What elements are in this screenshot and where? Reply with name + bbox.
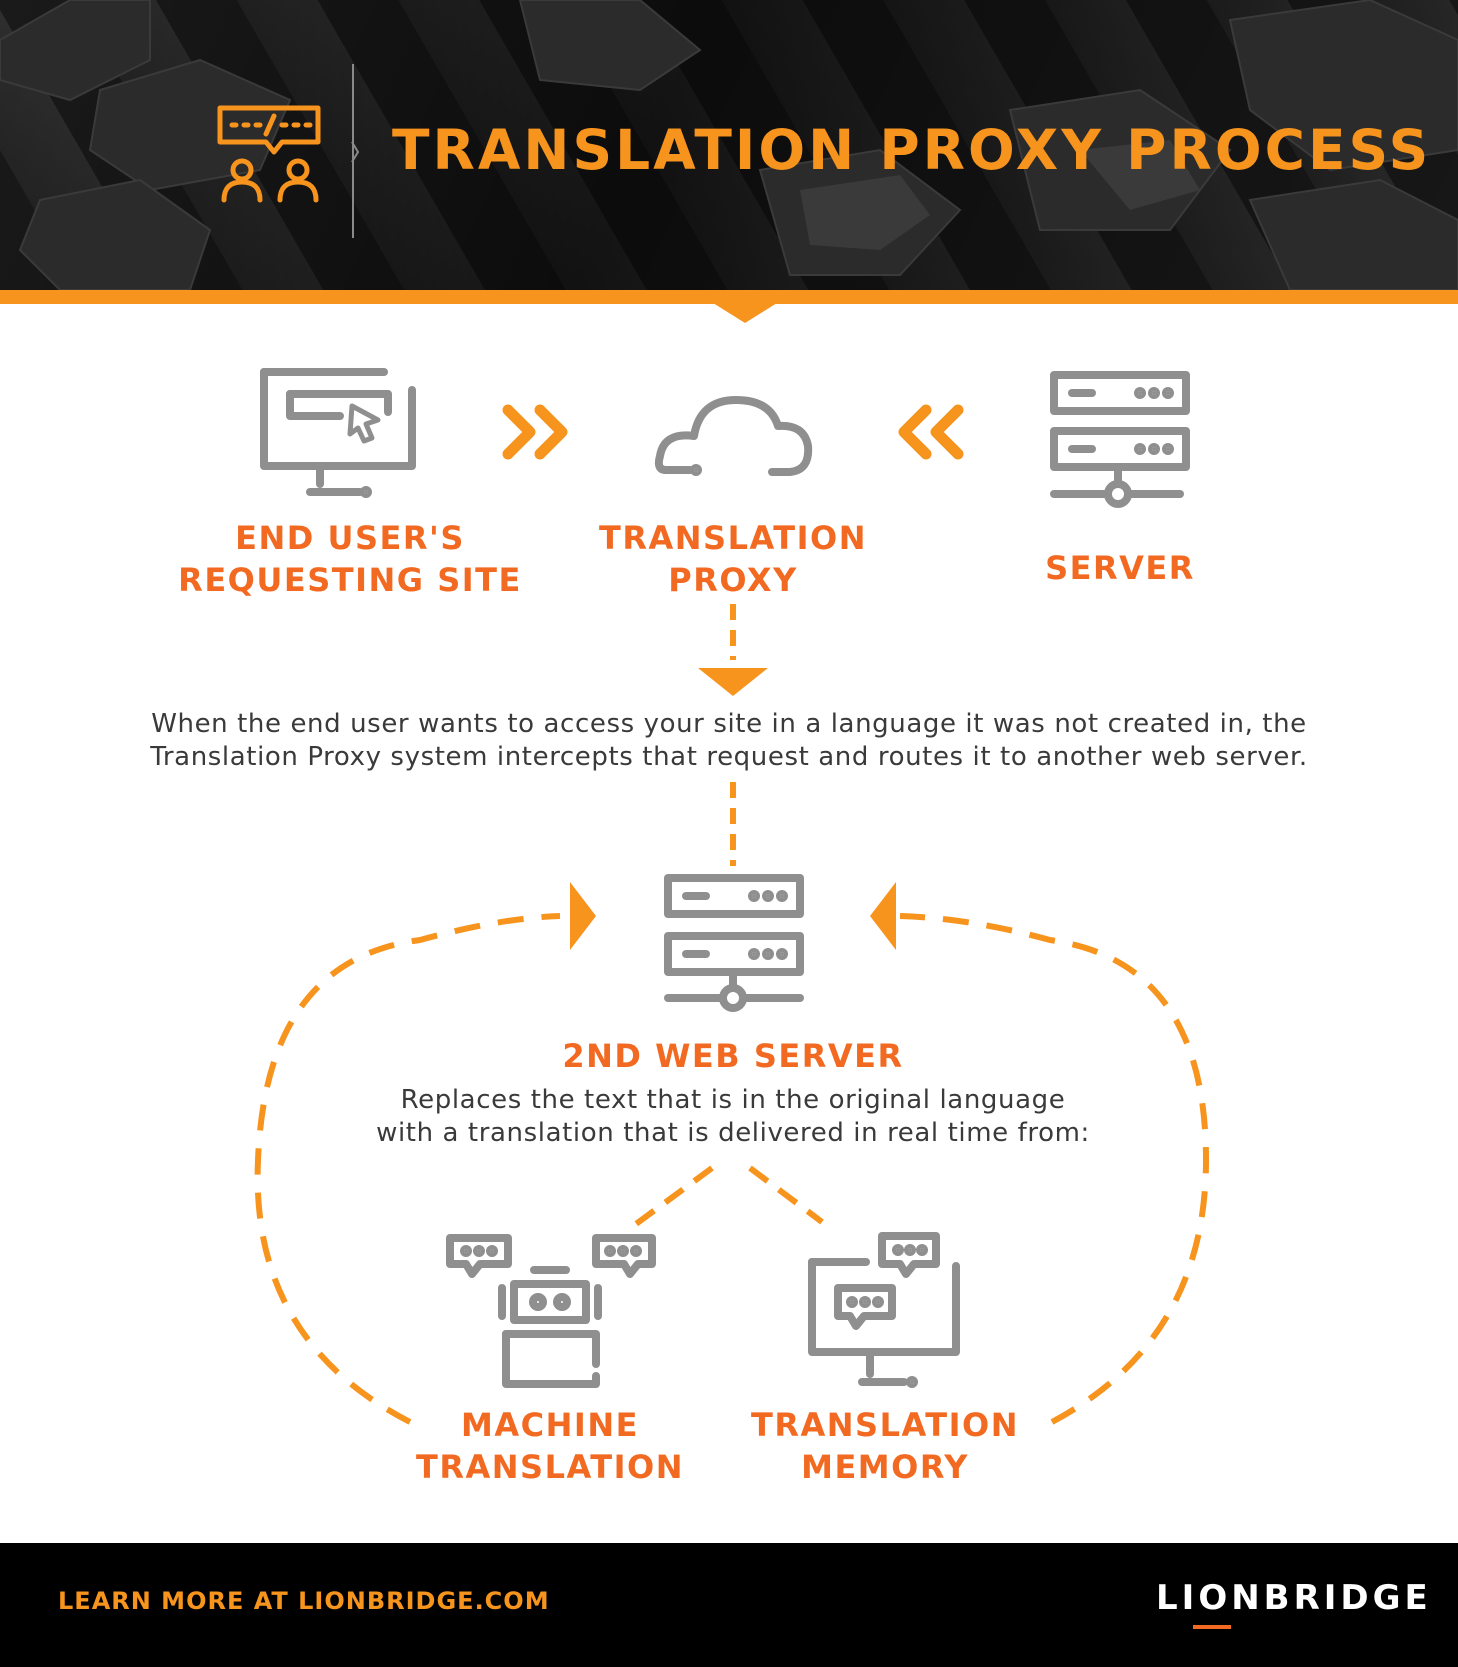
second-server-desc-line1: Replaces the text that is in the origina…: [400, 1085, 1066, 1115]
header-divider: [352, 64, 354, 238]
orange-band: [0, 290, 1458, 304]
cloud-icon: [654, 396, 813, 476]
proxy-label-line1: TRANSLATION: [599, 519, 867, 557]
header-banner: TRANSLATION PROXY PROCESS: [0, 0, 1458, 290]
proxy-label-line2: PROXY: [668, 561, 798, 599]
logo-underline: [1193, 1625, 1231, 1629]
memory-label-line2: MEMORY: [801, 1448, 969, 1486]
arrow-down-icon: [698, 604, 768, 696]
branch-right: [748, 1165, 824, 1225]
robot-chat-icon: [446, 1234, 656, 1388]
loop-arrow-left: [870, 882, 896, 950]
divider-notch: [351, 141, 360, 163]
intercept-line2: Translation Proxy system intercepts that…: [150, 742, 1308, 772]
end-user-label-line1: END USER'S: [235, 519, 465, 557]
loop-arrow-right: [570, 882, 596, 950]
loop-left: [254, 913, 561, 1425]
monitor-cursor-icon: [260, 368, 416, 498]
orange-notch: [713, 303, 777, 323]
lionbridge-logo[interactable]: LIONBRIDGE: [1156, 1578, 1432, 1618]
translation-chat-icon: [217, 105, 321, 203]
machine-label-line1: MACHINE: [461, 1406, 639, 1444]
branch-left: [634, 1165, 714, 1227]
second-server-desc-line2: with a translation that is delivered in …: [376, 1118, 1090, 1148]
chevron-left-icon: [898, 404, 964, 460]
loop-right: [899, 913, 1210, 1425]
server-label: SERVER: [1045, 549, 1195, 587]
hexagon-background: [0, 0, 1458, 290]
footer-link[interactable]: LEARN MORE AT LIONBRIDGE.COM: [58, 1587, 550, 1615]
second-server-label: 2ND WEB SERVER: [562, 1037, 904, 1075]
translation-memory-label: TRANSLATION MEMORY: [740, 1404, 1030, 1488]
end-user-label-line2: REQUESTING SITE: [178, 561, 522, 599]
footer: [0, 1543, 1458, 1667]
machine-translation-label: MACHINE TRANSLATION: [400, 1404, 700, 1488]
second-server-icon: [664, 874, 804, 1012]
server-icon: [1050, 371, 1190, 508]
chevron-right-icon: [502, 404, 568, 460]
machine-label-line2: TRANSLATION: [416, 1448, 684, 1486]
intercept-description: When the end user wants to access your s…: [40, 708, 1418, 774]
second-server-description: Replaces the text that is in the origina…: [300, 1084, 1166, 1150]
page-title: TRANSLATION PROXY PROCESS: [392, 118, 1432, 182]
proxy-label: TRANSLATION PROXY: [580, 517, 886, 601]
intercept-line1: When the end user wants to access your s…: [151, 709, 1307, 739]
monitor-chat-icon: [808, 1232, 960, 1388]
process-diagram: [254, 368, 1210, 1425]
memory-label-line1: TRANSLATION: [751, 1406, 1019, 1444]
end-user-label: END USER'S REQUESTING SITE: [160, 517, 540, 601]
